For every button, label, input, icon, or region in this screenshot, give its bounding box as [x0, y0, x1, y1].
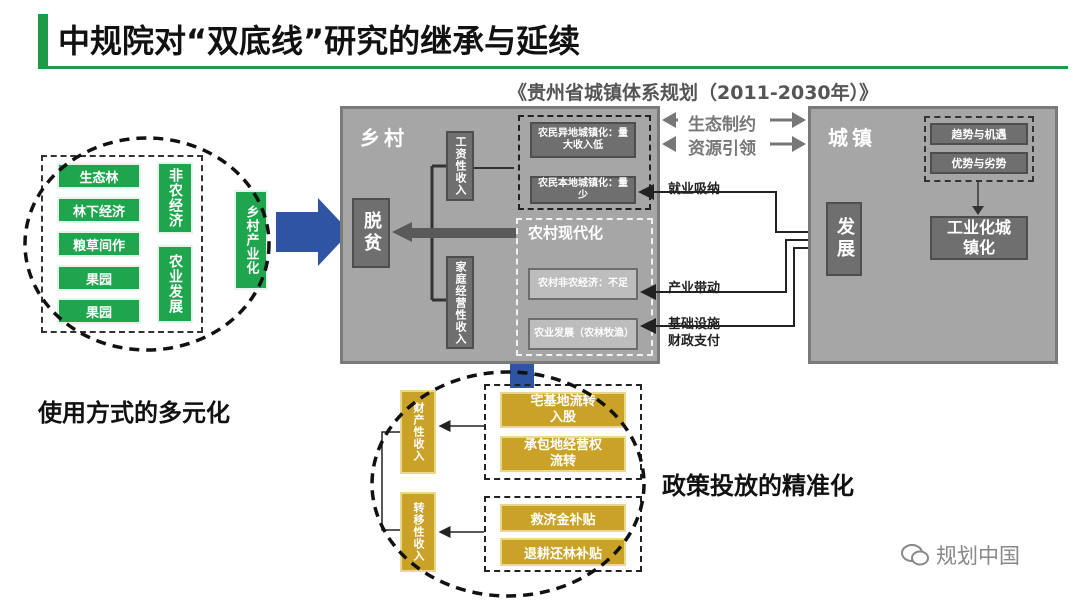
green-item-1: 生态林 — [57, 163, 141, 189]
transfer-income: 转移性收入 — [400, 492, 436, 572]
green-item-5: 果园 — [57, 298, 141, 324]
green-item-2: 林下经济 — [57, 197, 141, 223]
rural-industrialization: 乡村产业化 — [234, 190, 268, 290]
trend-to-industry-arrow — [972, 182, 984, 215]
agri-develop-box: 农业发展（农林牧渔） — [528, 318, 638, 350]
left-dashed-frame — [41, 155, 203, 333]
trend-opportunity: 趋势与机遇 — [930, 123, 1028, 145]
relief-subsidy: 救济金补贴 — [500, 504, 626, 532]
trend-dashed-frame — [924, 116, 1034, 182]
left-caption: 使用方式的多元化 — [38, 399, 230, 427]
eco-constraint: 生态制约 — [688, 115, 756, 135]
employment-label: 就业吸纳 — [668, 182, 721, 197]
subtitle: 《贵州省城镇体系规划（2011-2030年）》 — [508, 82, 879, 104]
green-item-3: 粮草间作 — [57, 231, 141, 257]
local-urbanization: 农民本地城镇化：量少 — [530, 176, 636, 204]
agri-development: 农业发展 — [157, 245, 193, 323]
title-accent-bar — [38, 14, 48, 66]
advantage-disadvantage: 优势与劣势 — [930, 152, 1028, 174]
wechat-icon — [901, 544, 929, 566]
develop-box: 发展 — [826, 202, 862, 276]
bottom-dashed-circle — [370, 370, 646, 598]
property-income: 财产性收入 — [400, 390, 436, 474]
wage-income: 工资性收入 — [446, 131, 474, 201]
family-business-income: 家庭经营性收入 — [446, 256, 474, 349]
big-arrow-to-poverty — [276, 198, 350, 266]
infrastructure-label: 基础设施 — [668, 317, 721, 332]
left-dashed-circle — [23, 136, 271, 352]
poverty-box: 脱贫 — [352, 198, 390, 268]
watermark: 规划中国 — [900, 540, 1020, 570]
urban-label: 城镇 — [828, 126, 876, 150]
fiscal-label: 财政支付 — [668, 334, 721, 349]
urbanization-dashed-frame — [518, 115, 651, 210]
modernization-label: 农村现代化 — [528, 224, 604, 242]
page-title: 中规院对“双底线”研究的继承与延续 — [58, 22, 581, 60]
bottom-caption: 政策投放的精准化 — [662, 472, 854, 500]
property-dashed-frame — [484, 384, 642, 480]
non-agri-economy: 非农经济 — [157, 162, 193, 234]
migrant-urbanization: 农民异地城镇化：量大收入低 — [530, 122, 636, 158]
contract-land-transfer: 承包地经营权流转 — [500, 436, 626, 472]
transfer-dashed-frame — [484, 496, 642, 572]
watermark-text: 规划中国 — [936, 544, 1020, 568]
resource-guide: 资源引领 — [688, 139, 756, 159]
industrialization-box: 工业化城镇化 — [930, 216, 1028, 260]
rural-label: 乡村 — [360, 126, 408, 150]
homestead-transfer: 宅基地流转入股 — [500, 392, 626, 428]
title-underline — [38, 66, 1068, 69]
rural-nonfarm-economy: 农村非农经济：不足 — [528, 268, 638, 300]
green-item-4: 果园 — [57, 265, 141, 291]
